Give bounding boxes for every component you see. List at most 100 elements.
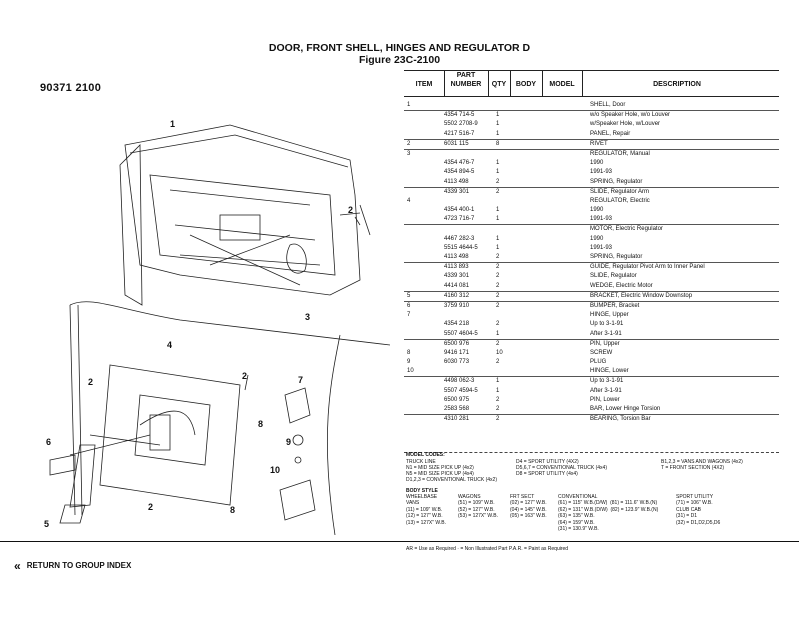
table-header-rule <box>404 96 779 97</box>
description-cell: w/o Speaker Hole, w/o Louver <box>590 112 671 119</box>
model-codes: MODEL CODES: TRUCK LINE N1 = MID SIZE PI… <box>406 452 786 483</box>
item-cell: 10 <box>407 368 414 375</box>
item-cell: 7 <box>407 312 411 319</box>
table-row: 5515 4644-5 1 1991-93 <box>404 244 779 253</box>
return-to-group-index-link[interactable]: « RETURN TO GROUP INDEX <box>14 560 132 572</box>
col-divider <box>510 70 511 96</box>
table-row: MOTOR, Electric Regulator <box>404 224 779 234</box>
figure-number: Figure 23C-2100 <box>358 54 441 66</box>
description-cell: BUMPER, Bracket <box>590 302 640 309</box>
part-number-cell: 6030 773 <box>444 359 470 366</box>
part-number-cell: 4354 476-7 <box>444 160 475 167</box>
item-cell: 5 <box>407 292 411 299</box>
part-number-cell: 4354 400-1 <box>444 207 475 214</box>
qty-cell: 2 <box>496 321 500 328</box>
footer-rule <box>0 541 799 542</box>
qty-cell: 2 <box>496 396 500 403</box>
callout-2c: 2 <box>148 502 153 512</box>
description-cell: Up to 3-1-91 <box>590 321 624 328</box>
qty-cell: 2 <box>496 359 500 366</box>
col-part-bottom: NUMBER <box>450 81 482 88</box>
qty-cell: 1 <box>496 378 500 385</box>
description-cell: BEARING, Torsion Bar <box>590 416 651 423</box>
mc2-2: D8 = SPORT UTILITY (4x4) <box>516 471 578 477</box>
description-cell: 1990 <box>590 160 604 167</box>
body-style-frt-sect: FRT SECT (02) = 127" W.B. (04) = 145" W.… <box>510 494 547 520</box>
part-number-cell: 4113 893 <box>444 264 469 271</box>
qty-cell: 1 <box>496 160 500 167</box>
part-number-cell: 4310 281 <box>444 416 470 423</box>
description-cell: SPRING, Regulator <box>590 254 643 260</box>
part-number-cell: 4414 081 <box>444 282 470 289</box>
lower-hinge <box>279 479 316 521</box>
door-shell-outline <box>124 124 361 296</box>
callout-1: 1 <box>170 119 175 129</box>
callout-2d: 2 <box>242 371 247 381</box>
callout-4: 4 <box>167 340 172 350</box>
description-cell: After 3-1-91 <box>590 387 622 394</box>
col-model: MODEL <box>549 81 575 88</box>
electric-motor-lower <box>149 414 171 451</box>
mc1-2: N5 = MID SIZE PICK UP (4x4) <box>406 471 474 477</box>
description-cell: PIN, Upper <box>590 340 620 347</box>
description-cell: 1990 <box>590 235 604 242</box>
part-number-cell: 4467 282-3 <box>444 235 475 242</box>
qty-cell: 1 <box>496 387 500 394</box>
description-cell: REGULATOR, Electric <box>590 197 650 204</box>
description-cell: GUIDE, Regulator Pivot Arm to Inner Pane… <box>590 264 705 271</box>
callout-10: 10 <box>270 465 280 475</box>
callout-8b: 8 <box>230 505 235 515</box>
page-title: DOOR, FRONT SHELL, HINGES AND REGULATOR … <box>268 42 531 54</box>
qty-cell: 1 <box>496 244 500 251</box>
col-part-top: PART <box>456 72 476 79</box>
col-divider <box>444 70 445 96</box>
description-cell: 1990 <box>590 207 604 214</box>
description-cell: PLUG <box>590 359 607 366</box>
part-number-cell: 4723 716-7 <box>444 216 475 223</box>
qty-cell: 2 <box>496 406 500 412</box>
body-style-conventional: CONVENTIONAL (61) = 115" W.B.(D/W) (81) … <box>558 494 659 533</box>
table-row: 4354 476-7 1 1990 <box>404 159 779 168</box>
part-number-cell: 4113 498 <box>444 178 469 185</box>
item-cell: 1 <box>407 102 411 108</box>
mc2-1: D5,6,7 = CONVENTIONAL TRUCK (4x4) <box>516 465 607 471</box>
qty-cell: 1 <box>496 330 500 337</box>
body-style-sport-utility: SPORT UTILITY (71) = 106" W.B. CLUB CAB … <box>676 494 721 526</box>
qty-cell: 1 <box>496 130 500 137</box>
part-number-cell: 4354 894-5 <box>444 169 475 176</box>
col-divider <box>582 70 583 96</box>
qty-cell: 8 <box>496 140 500 147</box>
callout-6: 6 <box>46 437 51 447</box>
return-link-label: RETURN TO GROUP INDEX <box>26 561 132 570</box>
part-number-cell: 5515 4644-5 <box>444 244 478 251</box>
callout-2: 2 <box>348 205 353 215</box>
description-cell: PANEL, Repair <box>590 130 631 137</box>
description-cell: MOTOR, Electric Regulator <box>590 226 663 233</box>
description-cell: WEDGE, Electric Motor <box>590 282 653 289</box>
door-exploded-illustration: 1 2 3 4 2 6 5 2 7 8 9 10 8 2 <box>44 119 391 535</box>
col-body: BODY <box>515 81 537 88</box>
part-number-cell: 6031 115 <box>444 140 469 147</box>
qty-cell: 1 <box>496 169 500 176</box>
mc2-0: D4 = SPORT UTILITY (4X2) <box>516 459 579 465</box>
description-cell: 1991-93 <box>590 244 613 251</box>
description-cell: SLIDE, Regulator Arm <box>590 188 650 195</box>
part-number-cell: 9416 171 <box>444 349 470 356</box>
description-cell: SPRING, Regulator <box>590 178 643 185</box>
callout-8: 8 <box>258 419 263 429</box>
description-cell: HINGE, Lower <box>590 368 629 375</box>
